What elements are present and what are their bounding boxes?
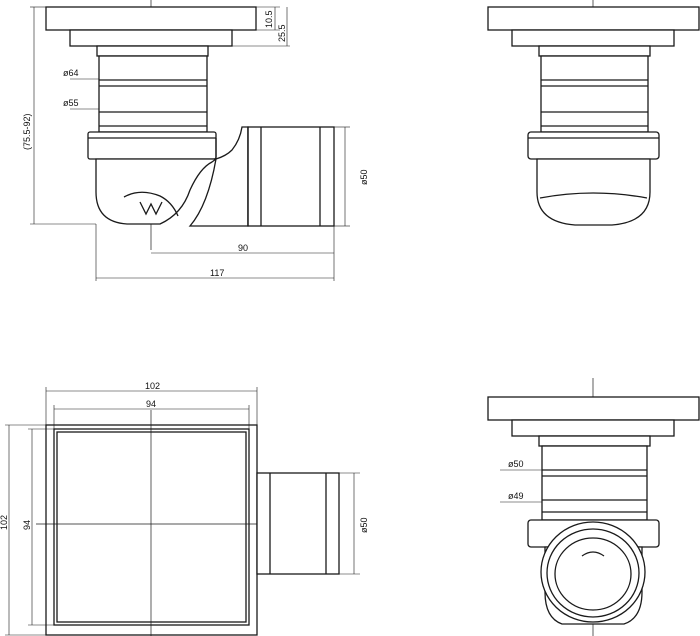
dia-64-label: ø64 (63, 68, 79, 78)
front-collar (538, 45, 651, 57)
side-frame-flange (69, 29, 233, 47)
width-102-label: 102 (145, 381, 160, 391)
dia-49-label: ø49 (508, 491, 524, 501)
rear-sleeve (541, 445, 648, 521)
rear-collar (538, 435, 651, 447)
front-trap-ring (527, 131, 660, 160)
width-94-label: 94 (146, 399, 156, 409)
side-trap-ring (87, 131, 217, 160)
rear-grate-plate (487, 396, 700, 421)
top-outlet-dia-label: ø50 (359, 517, 369, 533)
side-trap-bowl (95, 158, 218, 225)
front-sleeve (540, 55, 649, 133)
length-117-label: 117 (210, 268, 224, 278)
side-view: 10.5 25.5 (75.5-92) ø64 ø55 ø50 90 117 (22, 0, 369, 281)
front-grate-plate (487, 6, 700, 31)
side-collar (96, 45, 209, 57)
dia-55-label: ø55 (63, 98, 79, 108)
length-90-label: 90 (238, 243, 248, 253)
top-outlet-pipe (256, 472, 340, 575)
side-grate-plate (45, 6, 257, 31)
rear-frame-flange (511, 419, 675, 437)
side-outlet-dia-label: ø50 (359, 169, 369, 185)
front-trap-bowl (536, 158, 651, 226)
top-view: 102 94 102 94 ø50 (0, 381, 369, 636)
rear-outlet-opening (540, 521, 646, 623)
side-sleeve (98, 55, 208, 133)
dia-50-label: ø50 (508, 459, 524, 469)
side-elbow (188, 126, 249, 227)
rear-view: ø50 ø49 (487, 378, 700, 636)
front-frame-flange (511, 29, 675, 47)
dim-10-5-label: 10.5 (264, 10, 274, 28)
height-94-label: 94 (22, 520, 32, 530)
dim-25-5-label: 25.5 (277, 24, 287, 42)
height-102-label: 102 (0, 515, 9, 530)
top-inner-frame (53, 428, 250, 626)
height-range-label: (75.5-92) (22, 113, 32, 150)
top-outer-frame (45, 424, 258, 636)
front-view (487, 0, 700, 226)
